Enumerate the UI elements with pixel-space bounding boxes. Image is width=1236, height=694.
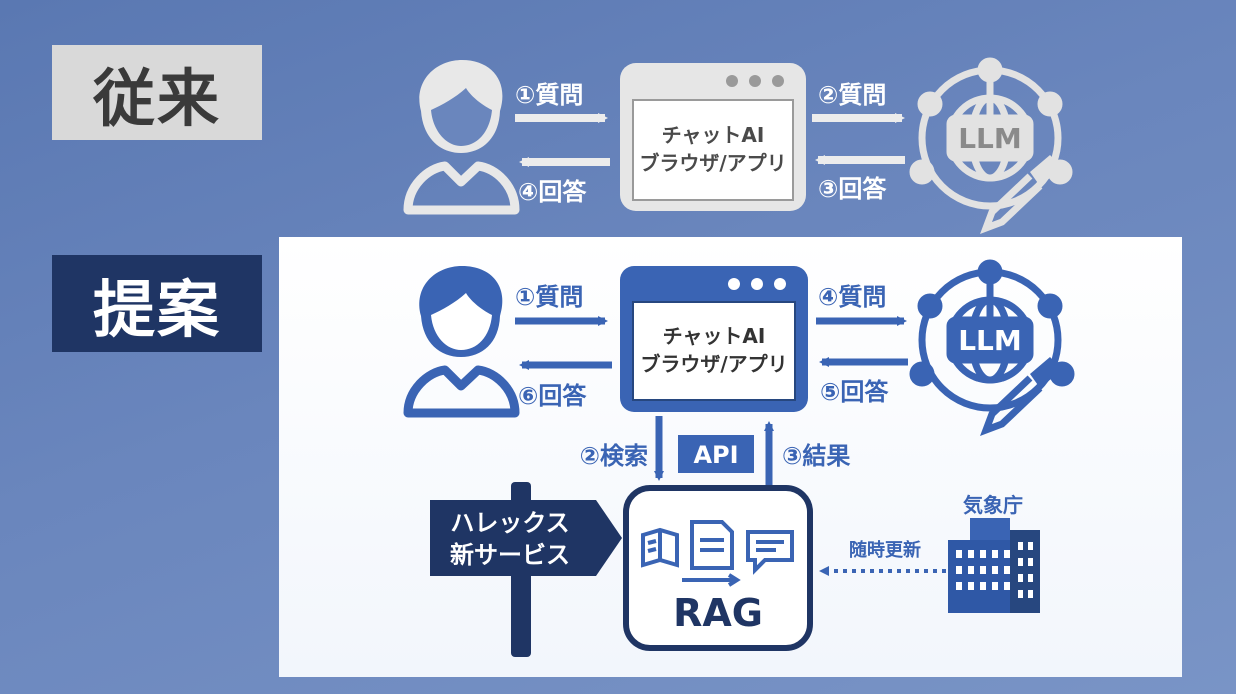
update-label: 随時更新 bbox=[849, 539, 921, 561]
prop-step-5: ⑤回答 bbox=[820, 378, 889, 406]
rag-box: RAG bbox=[623, 485, 813, 651]
sign-line2: 新サービス bbox=[450, 541, 570, 569]
proposal-label: 提案 bbox=[52, 255, 262, 352]
trad-step-3: ③回答 bbox=[818, 175, 887, 203]
prop-step-6: ⑥回答 bbox=[518, 382, 587, 410]
sign-line1: ハレックス bbox=[450, 509, 569, 537]
prop-step-4: ④質問 bbox=[818, 283, 886, 311]
trad-app-line1: チャットAI bbox=[662, 123, 765, 147]
trad-llm-label: LLM bbox=[958, 122, 1022, 155]
proposal-app-window: チャットAI ブラウザ/アプリ bbox=[620, 266, 808, 412]
window-dot-icon bbox=[728, 278, 740, 290]
agency-label: 気象庁 bbox=[963, 493, 1023, 517]
signpost-icon: ハレックス 新サービス bbox=[430, 482, 622, 657]
window-dot-icon bbox=[751, 278, 763, 290]
prop-app-line2: ブラウザ/アプリ bbox=[640, 352, 787, 376]
window-dot-icon bbox=[774, 278, 786, 290]
rag-label: RAG bbox=[673, 591, 763, 635]
trad-step-1: ①質問 bbox=[515, 81, 583, 109]
prop-app-line1: チャットAI bbox=[663, 324, 766, 348]
proposal-llm-icon: LLM bbox=[909, 259, 1075, 436]
traditional-llm-icon: LLM bbox=[909, 57, 1073, 234]
api-label: API bbox=[693, 441, 738, 469]
prop-step-1: ①質問 bbox=[515, 283, 583, 311]
proposal-user-icon bbox=[403, 266, 520, 418]
window-dot-icon bbox=[726, 75, 738, 87]
prop-llm-label: LLM bbox=[958, 324, 1022, 357]
traditional-app-window: チャットAI ブラウザ/アプリ bbox=[620, 63, 806, 211]
rag-documents-icon bbox=[641, 520, 794, 587]
traditional-user-icon bbox=[403, 60, 520, 215]
building-icon bbox=[948, 518, 1040, 613]
traditional-label: 従来 bbox=[52, 45, 262, 140]
window-dot-icon bbox=[772, 75, 784, 87]
prop-step-3: ③結果 bbox=[782, 442, 850, 470]
trad-app-line2: ブラウザ/アプリ bbox=[639, 151, 786, 175]
trad-step-2: ②質問 bbox=[818, 81, 886, 109]
window-dot-icon bbox=[749, 75, 761, 87]
trad-step-4: ④回答 bbox=[518, 178, 587, 206]
api-badge: API bbox=[678, 435, 754, 473]
prop-step-2: ②検索 bbox=[580, 442, 648, 470]
